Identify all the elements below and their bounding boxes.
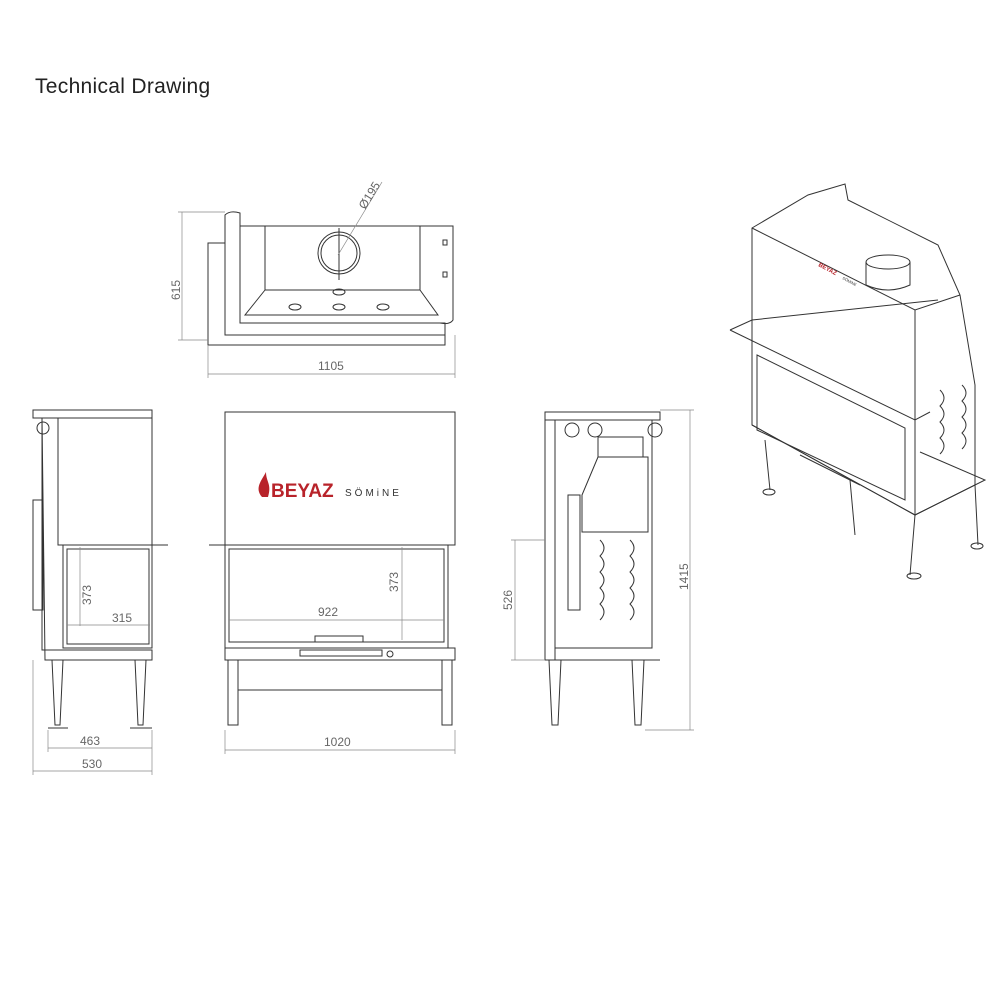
flue-diameter-label: Ø195 — [356, 179, 384, 212]
front-total-width-label: 1020 — [324, 735, 351, 749]
isometric-view: BEYAZ SÖMiNE — [729, 183, 987, 580]
front-view: BEYAZ SÖMiNE 373 922 1020 — [209, 411, 456, 754]
iso-brand-sub: SÖMiNE — [842, 275, 858, 287]
right-side-view: 526 1415 — [501, 409, 694, 731]
left-side-view: 373 315 463 530 — [32, 409, 168, 775]
left-glass-width-label: 315 — [112, 611, 132, 625]
brand-name: BEYAZ — [271, 481, 334, 502]
front-glass-height-label: 373 — [387, 572, 401, 592]
left-base-depth-label: 463 — [80, 734, 100, 748]
page-title: Technical Drawing — [35, 75, 211, 98]
top-view: Ø195 615 1105 — [169, 179, 456, 378]
top-depth-label: 615 — [169, 280, 183, 300]
top-width-label: 1105 — [318, 359, 344, 373]
left-total-depth-label: 530 — [82, 757, 102, 771]
left-glass-height-label: 373 — [80, 585, 94, 605]
right-total-height-label: 1415 — [677, 563, 691, 590]
brand-logo: BEYAZ SÖMiNE — [258, 472, 402, 502]
front-glass-width-label: 922 — [318, 605, 338, 619]
brand-sub: SÖMiNE — [345, 487, 402, 499]
right-opening-height-label: 526 — [501, 590, 515, 610]
